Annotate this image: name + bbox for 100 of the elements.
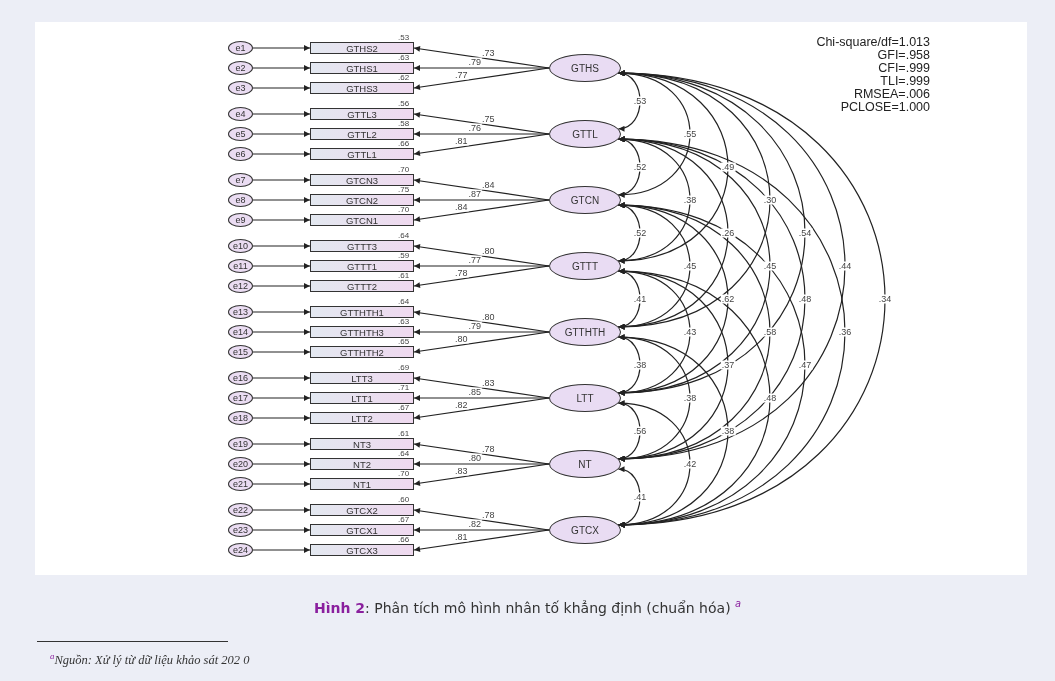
edge-label: .48	[797, 294, 813, 304]
arrow	[252, 309, 311, 315]
arrow	[252, 527, 311, 533]
arrow	[252, 441, 311, 447]
arrow	[413, 199, 550, 223]
r-squared-value: .70	[398, 470, 410, 478]
r-squared-value: .67	[398, 516, 410, 524]
arrow	[413, 197, 550, 203]
double-headed-arrow	[617, 71, 641, 131]
arrow	[413, 133, 550, 157]
edge-label: .75	[481, 114, 496, 124]
edge-label: .76	[467, 123, 482, 133]
edge-label: .58	[762, 327, 778, 337]
edge-label: .54	[797, 228, 813, 238]
indicator-box: GTTL1	[310, 148, 414, 160]
arrow	[413, 265, 550, 289]
edge-label: .30	[762, 195, 778, 205]
arrow	[413, 65, 550, 71]
fit-statistic: CFI=.999	[877, 62, 930, 75]
arrow	[252, 151, 311, 157]
indicator-box: LTT1	[310, 392, 414, 404]
r-squared-value: .61	[398, 272, 410, 280]
indicator-box: GTHS3	[310, 82, 414, 94]
edge-label: .41	[632, 294, 648, 304]
footnote: $^{a}$Nguồn: Xử lý từ dữ liệu khảo sát 202 0	[50, 651, 250, 669]
fit-statistic: Chi-square/df=1.013	[816, 36, 930, 49]
arrow	[252, 263, 311, 269]
edge-label: .85	[467, 387, 482, 397]
arrow	[413, 529, 550, 553]
r-squared-value: .69	[398, 364, 410, 372]
r-squared-value: .62	[398, 74, 410, 82]
edge-label: .62	[720, 294, 736, 304]
indicator-box: GTCX2	[310, 504, 414, 516]
arrow	[252, 375, 311, 381]
r-squared-value: .56	[398, 100, 410, 108]
indicator-box: GTHS2	[310, 42, 414, 54]
indicator-box: LTT2	[310, 412, 414, 424]
double-headed-arrow	[617, 467, 641, 527]
edge-label: .36	[837, 327, 853, 337]
edge-label: .44	[837, 261, 853, 271]
arrow	[252, 507, 311, 513]
edge-label: .45	[682, 261, 698, 271]
arrow	[413, 67, 550, 91]
r-squared-value: .70	[398, 206, 410, 214]
edge-label: .38	[682, 195, 698, 205]
edge-label: .77	[454, 70, 469, 80]
edge-label: .41	[632, 492, 648, 502]
edge-label: .52	[632, 162, 648, 172]
edge-label: .43	[682, 327, 698, 337]
arrow	[252, 415, 311, 421]
edge-label: .83	[454, 466, 469, 476]
arrow	[252, 85, 311, 91]
indicator-box: GTTHTH1	[310, 306, 414, 318]
edge-label: .87	[467, 189, 482, 199]
arrow	[252, 329, 311, 335]
arrow	[413, 397, 550, 421]
r-squared-value: .63	[398, 54, 410, 62]
edge-label: .80	[454, 334, 469, 344]
arrow	[413, 395, 550, 401]
edge-label: .34	[877, 294, 893, 304]
r-squared-value: .70	[398, 166, 410, 174]
arrow	[413, 263, 550, 269]
arrow	[252, 65, 311, 71]
edge-label: .38	[632, 360, 648, 370]
arrow	[252, 131, 311, 137]
edge-label: .82	[467, 519, 482, 529]
arrow	[252, 177, 311, 183]
edge-label: .52	[632, 228, 648, 238]
edge-label: .77	[467, 255, 482, 265]
arrow	[413, 461, 550, 467]
indicator-box: GTTT3	[310, 240, 414, 252]
arrow	[252, 111, 311, 117]
edge-label: .78	[481, 444, 496, 454]
arrow	[413, 131, 550, 137]
edge-label: .47	[797, 360, 813, 370]
edge-label: .79	[467, 321, 482, 331]
indicator-box: GTTT2	[310, 280, 414, 292]
figure-caption: Hình 2: Phân tích mô hình nhân tố khẳng định (chuẩn hóa) $^{a}$	[313, 599, 742, 616]
indicator-box: GTTL3	[310, 108, 414, 120]
edge-label: .83	[481, 378, 496, 388]
arrow	[252, 395, 311, 401]
fit-statistic: PCLOSE=1.000	[839, 101, 930, 114]
indicator-box: GTCX3	[310, 544, 414, 556]
indicator-box: GTCN3	[310, 174, 414, 186]
edge-label: .78	[454, 268, 469, 278]
r-squared-value: .66	[398, 536, 410, 544]
edge-label: .80	[467, 453, 482, 463]
edge-label: .42	[682, 459, 698, 469]
fit-statistic: GFI=.958	[877, 49, 930, 62]
r-squared-value: .64	[398, 298, 410, 306]
indicator-box: GTHS1	[310, 62, 414, 74]
arrow	[252, 45, 311, 51]
fit-statistic: TLI=.999	[879, 75, 930, 88]
r-squared-value: .58	[398, 120, 410, 128]
arrow	[413, 331, 550, 355]
arrow	[252, 481, 311, 487]
arrow	[252, 349, 311, 355]
indicator-box: GTTL2	[310, 128, 414, 140]
indicator-box: LTT3	[310, 372, 414, 384]
r-squared-value: .66	[398, 140, 410, 148]
